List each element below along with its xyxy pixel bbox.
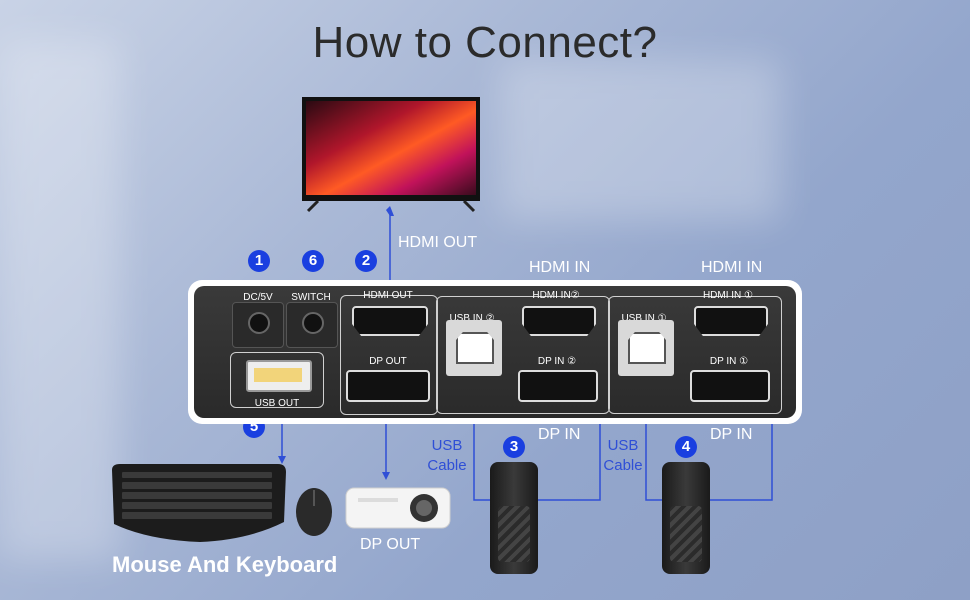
- dp-in-2-port[interactable]: [518, 370, 598, 402]
- badge-3: 3: [503, 436, 525, 458]
- switch-label: SWITCH: [291, 292, 331, 303]
- usb-cable-1-line1: USB: [607, 437, 639, 454]
- dp-out-port[interactable]: [346, 370, 430, 402]
- background-light-top: [500, 60, 780, 220]
- badge-6: 6: [302, 250, 324, 272]
- pc-2-illustration: [490, 462, 538, 574]
- switch-button[interactable]: [302, 312, 324, 334]
- dp-out-port-label: DP OUT: [369, 356, 407, 367]
- projector-illustration: [345, 487, 451, 529]
- hdmi-out-label: HDMI OUT: [398, 234, 478, 251]
- hdmi-in-2-port-label: HDMI IN②: [532, 290, 580, 301]
- hdmi-in-2-label: HDMI IN: [529, 259, 591, 276]
- usb-in-2-port[interactable]: [446, 320, 502, 376]
- pc1-group: [608, 296, 782, 414]
- dp-out-label: DP OUT: [360, 536, 421, 553]
- hdmi-in-1-port[interactable]: [694, 306, 768, 336]
- usb-cable-1-label: USB Cable: [600, 436, 646, 476]
- usb-in-1-port[interactable]: [618, 320, 674, 376]
- badge-2: 2: [355, 250, 377, 272]
- usb-in-2-label: USB IN ②: [449, 313, 495, 324]
- dp-in-2-port-label: DP IN ②: [537, 356, 577, 367]
- background-light-left: [0, 40, 120, 560]
- output-group: [340, 295, 438, 415]
- usb-out-group: [230, 352, 324, 408]
- usb-cable-2-label: USB Cable: [424, 436, 470, 476]
- usb-cable-1-line2: Cable: [603, 457, 643, 474]
- dc-jack-icon: [248, 312, 270, 334]
- hdmi-in-1-port-label: HDMI IN ①: [702, 290, 754, 301]
- hdmi-in-1-label: HDMI IN: [701, 259, 763, 276]
- hdmi-out-port[interactable]: [352, 306, 428, 336]
- pc2-group: [436, 296, 610, 414]
- dp-in-2-label: DP IN: [538, 426, 581, 443]
- badge-1: 1: [248, 250, 270, 272]
- usb-cable-2-line2: Cable: [427, 457, 467, 474]
- keyboard-illustration: [112, 464, 286, 542]
- dp-in-1-port[interactable]: [690, 370, 770, 402]
- usb-in-1-label: USB IN ①: [621, 313, 667, 324]
- usb-out-port[interactable]: [246, 360, 312, 392]
- dp-in-1-port-label: DP IN ①: [709, 356, 749, 367]
- tv-illustration: [302, 97, 480, 213]
- usb-out-label: USB OUT: [254, 398, 300, 409]
- page-title: How to Connect?: [312, 18, 658, 67]
- usb-cable-2-line1: USB: [431, 437, 463, 454]
- hdmi-in-2-port[interactable]: [522, 306, 596, 336]
- badge-4: 4: [675, 436, 697, 458]
- mouse-icon: [296, 488, 332, 536]
- mouse-keyboard-label: Mouse And Keyboard: [112, 552, 338, 577]
- pc-1-illustration: [662, 462, 710, 574]
- hdmi-out-port-label: HDMI OUT: [363, 290, 413, 301]
- dp-in-1-label: DP IN: [710, 426, 753, 443]
- dc-label: DC/5V: [243, 292, 273, 303]
